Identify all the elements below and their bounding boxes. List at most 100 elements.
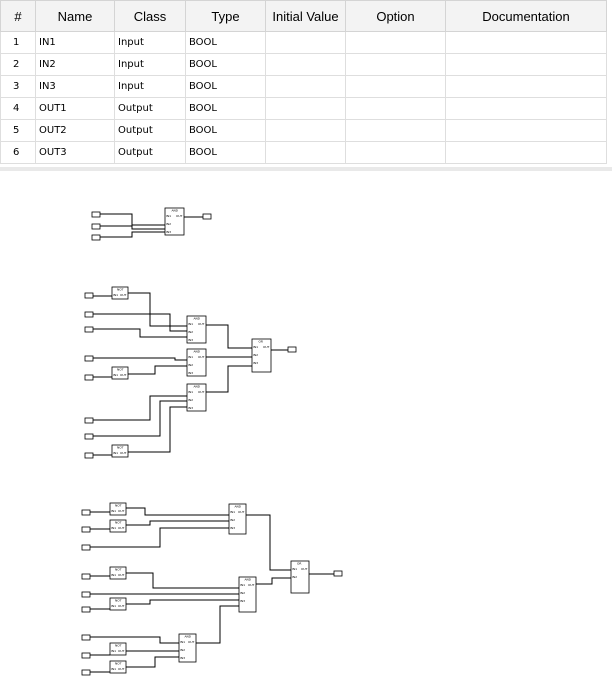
- input-variable[interactable]: [84, 355, 94, 362]
- table-row[interactable]: 4 OUT1 Output BOOL: [0, 97, 607, 120]
- connection-wire: [100, 231, 165, 238]
- gate-output-pin-label: OUT: [263, 345, 270, 349]
- input-variable[interactable]: [81, 606, 91, 613]
- input-variable[interactable]: [81, 573, 91, 580]
- gate-input-pin-label: IN2: [166, 222, 171, 226]
- input-variable[interactable]: [91, 223, 101, 230]
- input-variable[interactable]: [84, 433, 94, 440]
- gate-body[interactable]: [164, 207, 185, 236]
- col-header-option[interactable]: Option: [345, 0, 446, 32]
- input-variable[interactable]: [81, 526, 91, 533]
- gate-input-pin-label: IN3: [188, 371, 193, 375]
- connection-wire: [90, 636, 179, 644]
- table-row[interactable]: 5 OUT2 Output BOOL: [0, 119, 607, 142]
- gate-output-pin-label: OUT: [248, 583, 255, 587]
- gate-type-label: NOT: [117, 368, 124, 372]
- connection-wire: [93, 395, 187, 421]
- gate-body[interactable]: [186, 348, 207, 377]
- input-variable[interactable]: [91, 234, 101, 241]
- gate-input-pin-label: IN1: [188, 390, 193, 394]
- input-variable[interactable]: [84, 326, 94, 333]
- gate-output-pin-label: OUT: [118, 649, 125, 653]
- connection-wire: [126, 599, 239, 605]
- input-variable[interactable]: [81, 509, 91, 516]
- gate-input-pin-label: IN3: [166, 230, 171, 234]
- gate-input-pin-label: IN1: [230, 510, 235, 514]
- col-header-initial-value[interactable]: Initial Value: [265, 0, 346, 32]
- col-header-class[interactable]: Class: [114, 0, 186, 32]
- col-header-documentation[interactable]: Documentation: [445, 0, 607, 32]
- gate-input-pin-label: IN1: [111, 604, 116, 608]
- output-variable[interactable]: [333, 570, 343, 577]
- gate-input-pin-label: IN3: [230, 526, 235, 530]
- connection-wire: [93, 313, 187, 332]
- gate-output-pin-label: OUT: [118, 604, 125, 608]
- input-variable[interactable]: [91, 211, 101, 218]
- input-variable[interactable]: [81, 652, 91, 659]
- gate-output-pin-label: OUT: [188, 640, 195, 644]
- gate-input-pin-label: IN1: [188, 355, 193, 359]
- connection-wire: [93, 357, 187, 361]
- output-variable[interactable]: [202, 213, 212, 220]
- gate-body[interactable]: [290, 560, 310, 594]
- connection-wire: [246, 514, 291, 571]
- col-header-number[interactable]: #: [0, 0, 36, 32]
- input-variable[interactable]: [84, 452, 94, 459]
- gate-body[interactable]: [186, 383, 207, 412]
- input-variable[interactable]: [84, 311, 94, 318]
- gate-type-label: AND: [172, 209, 179, 213]
- gate-body[interactable]: [109, 519, 127, 533]
- table-row[interactable]: 6 OUT3 Output BOOL: [0, 141, 607, 164]
- gate-body[interactable]: [111, 444, 129, 458]
- gate-body[interactable]: [111, 366, 129, 380]
- gate-type-label: AND: [245, 578, 252, 582]
- gate-body[interactable]: [109, 642, 127, 656]
- gate-input-pin-label: IN1: [253, 345, 258, 349]
- gate-type-label: NOT: [117, 446, 124, 450]
- gate-body[interactable]: [178, 633, 197, 663]
- gate-body[interactable]: [186, 315, 207, 344]
- input-variable[interactable]: [81, 544, 91, 551]
- input-variable[interactable]: [84, 417, 94, 424]
- input-variable[interactable]: [81, 669, 91, 676]
- cell-documentation[interactable]: [445, 141, 607, 164]
- input-variable[interactable]: [81, 591, 91, 598]
- input-variable[interactable]: [81, 634, 91, 641]
- input-variable[interactable]: [84, 292, 94, 299]
- connection-wire: [206, 365, 252, 393]
- gate-output-pin-label: OUT: [118, 526, 125, 530]
- gate-input-pin-label: IN2: [188, 330, 193, 334]
- cell-name[interactable]: OUT3: [35, 141, 115, 164]
- gate-body[interactable]: [251, 338, 272, 373]
- table-row[interactable]: 1 IN1 Input BOOL: [0, 31, 607, 54]
- cell-type[interactable]: BOOL: [185, 141, 266, 164]
- output-variable[interactable]: [287, 346, 297, 353]
- gate-input-pin-label: IN2: [292, 575, 297, 579]
- input-variable[interactable]: [84, 374, 94, 381]
- gate-input-pin-label: IN2: [180, 648, 185, 652]
- gate-body[interactable]: [109, 502, 127, 516]
- col-header-type[interactable]: Type: [185, 0, 266, 32]
- connection-wire: [126, 572, 239, 589]
- connection-wire: [90, 527, 229, 548]
- gate-body[interactable]: [228, 503, 247, 535]
